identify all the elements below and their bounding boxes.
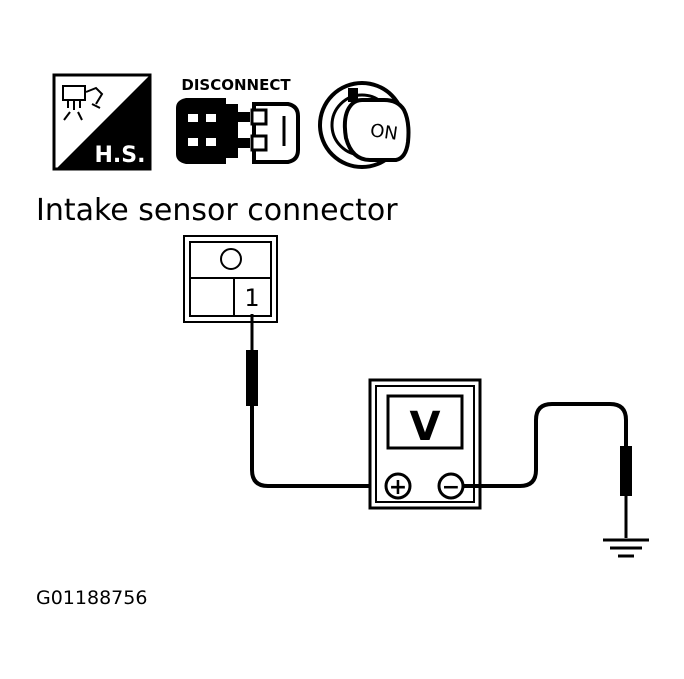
meter-v-label: V [410, 404, 441, 450]
disconnect-label: DISCONNECT [181, 76, 291, 94]
figure-id: G01188756 [36, 587, 147, 609]
positive-probe-lead [246, 314, 384, 488]
disconnect-icon: DISCONNECT [176, 76, 300, 164]
connector-title: Intake sensor connector [36, 193, 398, 228]
positive-terminal-sign: + [389, 475, 407, 500]
intake-sensor-connector: 1 [183, 235, 278, 323]
ground-icon [603, 538, 649, 558]
hs-icon: H.S. [52, 73, 152, 171]
hs-label: H.S. [95, 143, 146, 168]
connector-lock-circle [220, 248, 242, 270]
negative-terminal-sign: − [442, 475, 460, 500]
voltmeter: V + − [368, 378, 482, 510]
ignition-on-label: ON [369, 120, 399, 145]
ignition-key-icon: ON [318, 81, 411, 169]
positive-terminal [384, 472, 412, 500]
negative-probe-lead [463, 402, 632, 538]
terminal-number: 1 [244, 284, 259, 312]
